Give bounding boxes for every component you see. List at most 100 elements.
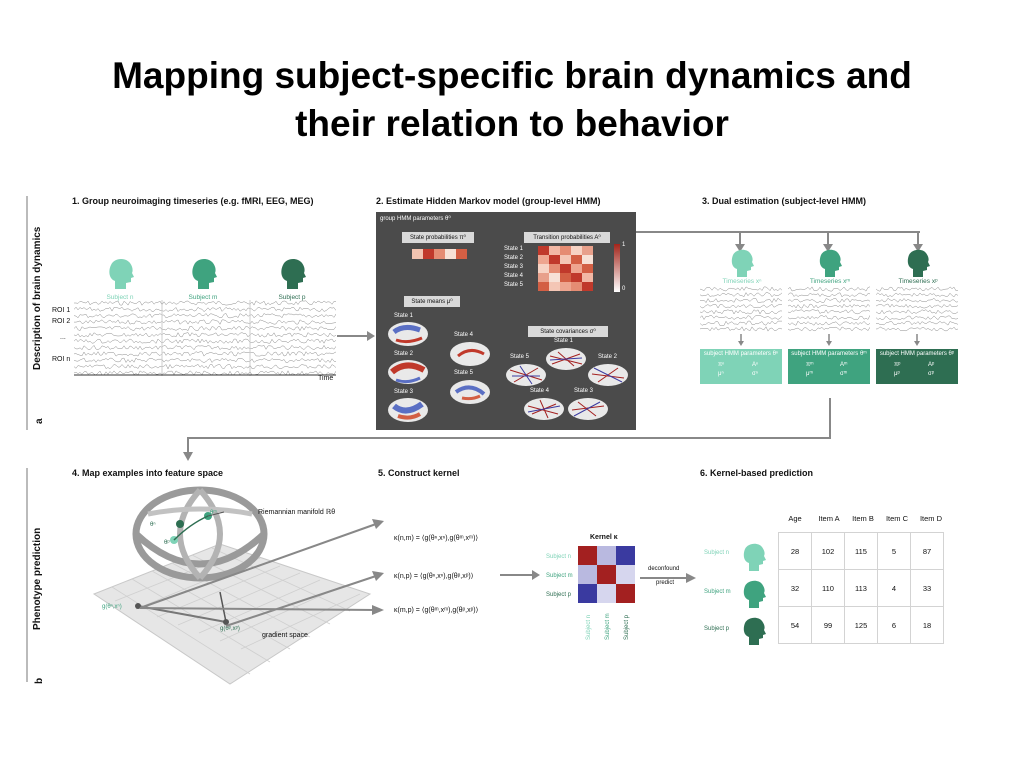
head-icon-pred-n	[743, 543, 766, 571]
kernel-eq-n-p: κ(n,p) = ⟨g(θⁿ,xⁿ),g(θᵖ,xᵖ)⟩	[394, 573, 474, 580]
table-header-item-c: Item C	[885, 514, 909, 523]
timeseries-trace	[74, 344, 336, 351]
gradient-p-label: g(θᵖ,xᵖ)	[220, 626, 240, 632]
theta-m-label: θᵐ	[210, 510, 217, 516]
group-hmm-params-label: group HMM parameters θ⁰	[380, 216, 451, 222]
head-icon-subject-p	[281, 259, 306, 289]
table-cell: 110	[811, 569, 845, 607]
pred-label-subject-n: Subject n	[704, 550, 730, 556]
predict-label: predict	[656, 580, 675, 586]
timeseries-trace	[700, 297, 782, 304]
cov-state-2-label: State 2	[598, 354, 618, 360]
trans-row-state-1: State 1	[504, 246, 524, 252]
brain-cov-state-2	[588, 364, 628, 386]
table-cell: 125	[844, 606, 878, 644]
cov-state-5-label: State 5	[510, 354, 530, 360]
table-cell: 6	[877, 606, 911, 644]
param-pi-n: πⁿ	[718, 362, 725, 368]
gradient-space-label: gradient space	[262, 632, 308, 639]
timeseries-trace	[74, 325, 336, 332]
head-icon-ts-p	[907, 249, 930, 277]
timeseries-trace	[74, 306, 336, 312]
step-1-title: 1. Group neuroimaging timeseries (e.g. f…	[72, 196, 314, 206]
trans-row-state-4: State 4	[504, 273, 524, 279]
head-icon-subject-m	[192, 259, 217, 289]
state-probs-heatmap	[412, 249, 467, 259]
label-subject-m: Subject m	[188, 294, 218, 301]
roi-dots-label: ...	[60, 334, 66, 341]
ts-p-label: Timeseries xᵖ	[898, 278, 938, 285]
cov-state-4-label: State 4	[530, 388, 550, 394]
ts-m-label: Timeseries xᵐ	[809, 278, 851, 285]
timeseries-trace	[788, 303, 870, 309]
timeseries-trace	[74, 300, 336, 306]
timeseries-subject-m	[788, 286, 870, 332]
brain-mean-state-1	[388, 322, 428, 346]
timeseries-trace	[876, 303, 958, 309]
timeseries-trace	[788, 298, 870, 303]
param-sig-n: σⁿ	[752, 371, 758, 377]
timeseries-trace	[74, 357, 336, 364]
brain-cov-state-5	[506, 364, 546, 386]
param-mu-p: μᵖ	[894, 371, 900, 377]
label-subject-n: Subject n	[106, 294, 134, 301]
subject-params-n-label: subject HMM parameters θⁿ	[703, 351, 779, 357]
kernel-row-subject-p: Subject p	[546, 592, 572, 598]
trans-row-state-3: State 3	[504, 264, 524, 270]
brain-mean-state-4	[450, 342, 490, 366]
timeseries-trace	[788, 286, 870, 292]
kernel-row-subject-m: Subject m	[546, 573, 573, 579]
timeseries-trace	[74, 313, 336, 319]
table-cell: 115	[844, 532, 878, 570]
timeseries-trace	[74, 338, 336, 344]
deconfound-label: deconfound	[648, 566, 680, 572]
kernel-row-subject-n: Subject n	[546, 554, 572, 560]
timeseries-trace	[74, 351, 336, 357]
timeseries-trace	[700, 309, 782, 315]
table-header-item-a: Item A	[818, 514, 840, 523]
table-cell: 87	[910, 532, 944, 570]
arrows-to-kernel	[139, 519, 384, 627]
brain-mean-state-3	[388, 398, 428, 422]
timeseries-trace	[700, 303, 782, 309]
param-pi-m: πᵐ	[806, 362, 814, 368]
label-subject-p: Subject p	[278, 294, 306, 301]
kernel-col-subject-p: Subject p	[624, 614, 630, 640]
cov-state-3-label: State 3	[574, 388, 594, 394]
subject-params-p-label: subject HMM parameters θᵖ	[879, 351, 955, 357]
mean-state-3-label: State 3	[394, 389, 414, 395]
timeseries-trace	[788, 292, 870, 298]
step-6-title: 6. Kernel-based prediction	[700, 468, 814, 478]
kernel-col-subject-m: Subject m	[605, 613, 611, 640]
pred-label-subject-p: Subject p	[704, 626, 730, 632]
subject-params-m: subject HMM parameters θᵐ πᵐ Aᵐ μᵐ σᵐ	[788, 349, 870, 384]
timeseries-trace	[74, 370, 336, 376]
head-icon-subject-n	[109, 259, 134, 289]
title-line-2: their relation to behavior	[295, 103, 729, 144]
head-icon-ts-m	[819, 249, 842, 277]
table-cell: 28	[778, 532, 812, 570]
subject-params-m-label: subject HMM parameters θᵐ	[791, 351, 867, 357]
table-cell: 54	[778, 606, 812, 644]
timeseries-trace	[876, 320, 958, 326]
roi-1-label: ROI 1	[52, 307, 71, 314]
kernel-col-subject-n: Subject n	[586, 614, 592, 640]
kernel-matrix	[578, 546, 635, 603]
subject-params-p: subject HMM parameters θᵖ πᵖ Aᵖ μᵖ σᵖ	[876, 349, 958, 384]
arrow-to-kernel-matrix	[500, 570, 540, 580]
table-row: 54 99 125 6 18	[778, 606, 944, 644]
state-means-label: State means μ⁰	[404, 296, 460, 307]
transition-matrix-heatmap	[538, 246, 593, 291]
roi-2-label: ROI 2	[52, 318, 71, 325]
timeseries-subject-p	[876, 286, 958, 332]
kernel-title: Kernel κ	[590, 534, 618, 541]
table-cell: 33	[910, 569, 944, 607]
step-2-title: 2. Estimate Hidden Markov model (group-l…	[376, 196, 601, 206]
title-line-1: Mapping subject-specific brain dynamics …	[112, 55, 912, 96]
head-icon-pred-p	[743, 617, 766, 645]
table-row: 28 102 115 5 87	[778, 532, 944, 570]
panel-b-side-label: Phenotype prediction	[32, 527, 43, 630]
subject-params-n: subject HMM parameters θⁿ πⁿ Aⁿ μⁿ σⁿ	[700, 349, 782, 384]
mean-state-2-label: State 2	[394, 351, 414, 357]
table-header-item-d: Item D	[919, 514, 943, 523]
